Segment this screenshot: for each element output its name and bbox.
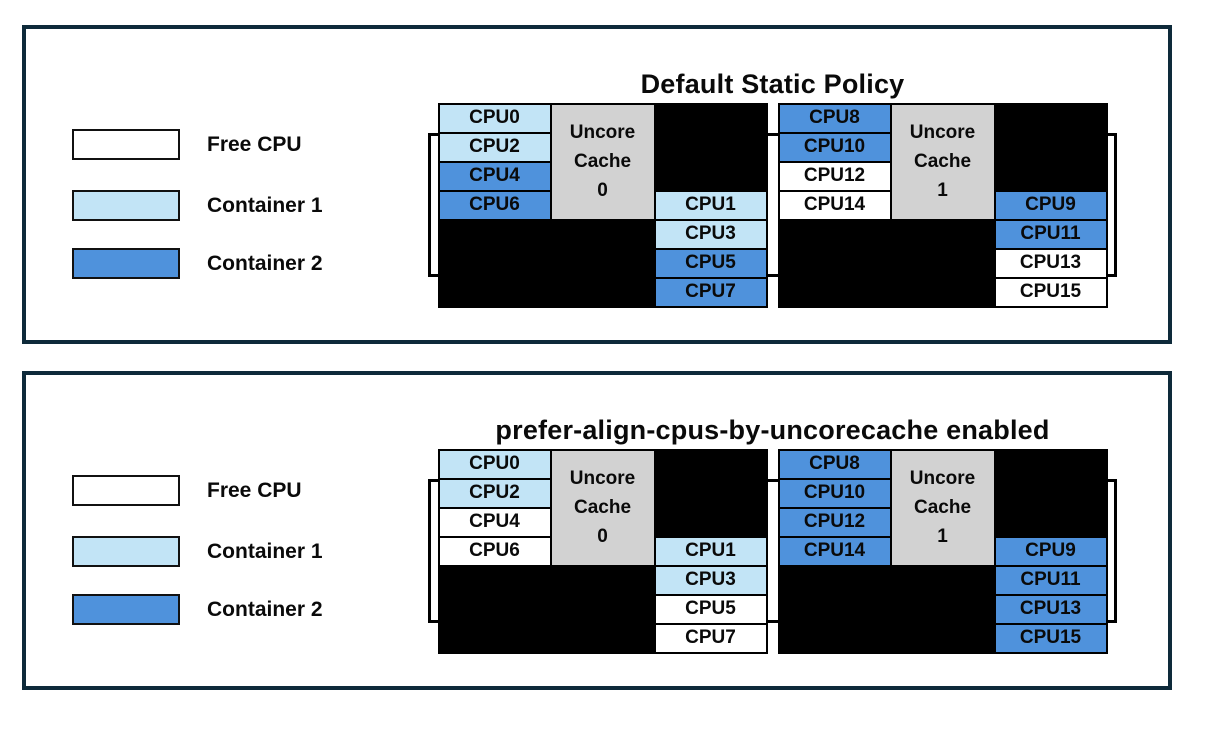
cpu-cell-cpu3: CPU3 bbox=[655, 220, 766, 248]
legend-item-free-cpu: Free CPU bbox=[72, 129, 302, 160]
cpu-cell-cpu15: CPU15 bbox=[995, 624, 1106, 652]
cpu-cell-cpu14: CPU14 bbox=[779, 537, 890, 565]
cpu-cell-cpu11: CPU11 bbox=[995, 220, 1106, 248]
cpu-cell-cpu2: CPU2 bbox=[439, 479, 550, 507]
cpu-cell-cpu12: CPU12 bbox=[779, 508, 890, 536]
legend: Free CPU Container 1 Container 2 bbox=[72, 29, 412, 340]
cpu-cell-cpu5: CPU5 bbox=[655, 595, 766, 623]
cpu-cell-cpu7: CPU7 bbox=[655, 624, 766, 652]
legend-item-container-2: Container 2 bbox=[72, 594, 323, 625]
cpu-cell-cpu4: CPU4 bbox=[439, 508, 550, 536]
legend-item-container-1: Container 1 bbox=[72, 536, 323, 567]
cpu-cell-cpu9: CPU9 bbox=[995, 191, 1106, 219]
cpu-cell-cpu6: CPU6 bbox=[439, 537, 550, 565]
cpu-cell-cpu2: CPU2 bbox=[439, 133, 550, 161]
cpu-cell-cpu13: CPU13 bbox=[995, 249, 1106, 277]
uncore-cache-block-0: Uncore Cache 0 bbox=[551, 104, 654, 219]
cpu-cell-cpu8: CPU8 bbox=[779, 104, 890, 132]
legend-label: Container 1 bbox=[207, 539, 323, 563]
legend-swatch-container-1 bbox=[72, 536, 180, 567]
legend-label: Container 2 bbox=[207, 251, 323, 275]
legend-item-container-1: Container 1 bbox=[72, 190, 323, 221]
uncore-cache-block-1: Uncore Cache 1 bbox=[891, 104, 994, 219]
cpu-cell-cpu10: CPU10 bbox=[779, 479, 890, 507]
legend: Free CPU Container 1 Container 2 bbox=[72, 375, 412, 686]
cpu-cell-cpu9: CPU9 bbox=[995, 537, 1106, 565]
legend-swatch-free-cpu bbox=[72, 475, 180, 506]
legend-label: Container 2 bbox=[207, 597, 323, 621]
cpu-cell-cpu4: CPU4 bbox=[439, 162, 550, 190]
legend-swatch-container-2 bbox=[72, 248, 180, 279]
policy-panel-default: Default Static Policy Free CPU Container… bbox=[22, 25, 1172, 344]
cpu-cell-cpu14: CPU14 bbox=[779, 191, 890, 219]
cpu-cell-cpu1: CPU1 bbox=[655, 537, 766, 565]
legend-swatch-container-2 bbox=[72, 594, 180, 625]
cpu-cell-cpu13: CPU13 bbox=[995, 595, 1106, 623]
uncore-cache-block-1: Uncore Cache 1 bbox=[891, 450, 994, 565]
cpu-cell-cpu8: CPU8 bbox=[779, 450, 890, 478]
legend-item-container-2: Container 2 bbox=[72, 248, 323, 279]
legend-swatch-container-1 bbox=[72, 190, 180, 221]
cpu-cell-cpu7: CPU7 bbox=[655, 278, 766, 306]
cpu-cell-cpu3: CPU3 bbox=[655, 566, 766, 594]
policy-panel-uncorecache-enabled: prefer-align-cpus-by-uncorecache enabled… bbox=[22, 371, 1172, 690]
cpu-cell-cpu15: CPU15 bbox=[995, 278, 1106, 306]
panel-title: Default Static Policy bbox=[640, 69, 905, 99]
cpu-cell-cpu11: CPU11 bbox=[995, 566, 1106, 594]
legend-label: Container 1 bbox=[207, 193, 323, 217]
cpu-cell-cpu6: CPU6 bbox=[439, 191, 550, 219]
cpu-cell-cpu0: CPU0 bbox=[439, 450, 550, 478]
cpu-cell-cpu12: CPU12 bbox=[779, 162, 890, 190]
legend-swatch-free-cpu bbox=[72, 129, 180, 160]
cpu-cell-cpu10: CPU10 bbox=[779, 133, 890, 161]
cpu-cell-cpu5: CPU5 bbox=[655, 249, 766, 277]
legend-label: Free CPU bbox=[207, 478, 302, 502]
cpu-cell-cpu0: CPU0 bbox=[439, 104, 550, 132]
cpu-cell-cpu1: CPU1 bbox=[655, 191, 766, 219]
panel-title: prefer-align-cpus-by-uncorecache enabled bbox=[495, 415, 1050, 445]
uncore-cache-block-0: Uncore Cache 0 bbox=[551, 450, 654, 565]
legend-item-free-cpu: Free CPU bbox=[72, 475, 302, 506]
legend-label: Free CPU bbox=[207, 132, 302, 156]
